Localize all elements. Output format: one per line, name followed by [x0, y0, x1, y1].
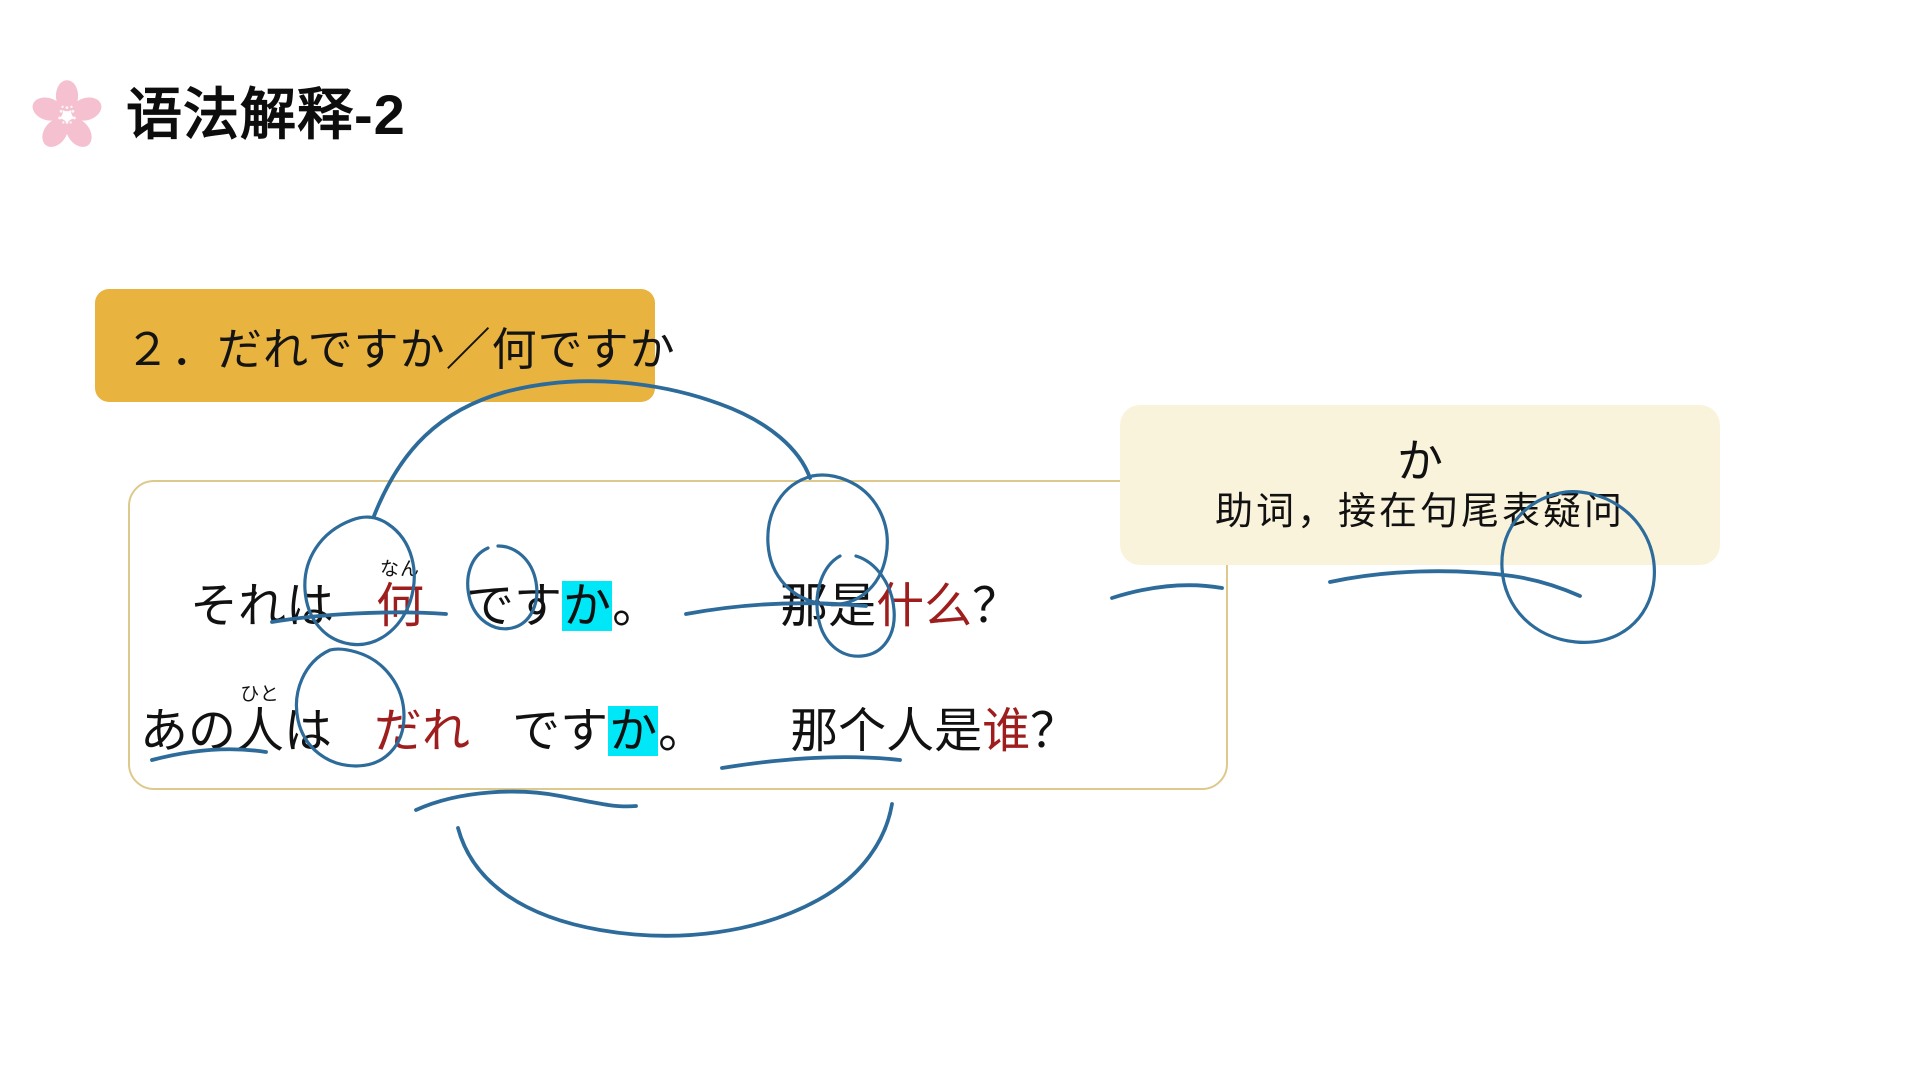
cn-question-mark: ？: [1030, 705, 1079, 758]
jp-prefix-ano: あの: [140, 705, 237, 758]
jp-topic-particle: は: [284, 705, 333, 758]
ruby-group-hito: ひと 人: [236, 685, 284, 756]
particle-callout-box: か 助词，接在句尾表疑问: [1120, 405, 1720, 565]
jp-keyword-nani: 何: [376, 580, 425, 633]
slide-header: 语法解释-2: [30, 78, 406, 152]
callout-description: 助词，接在句尾表疑问: [1214, 491, 1625, 533]
cn-question-mark: ？: [972, 580, 1021, 633]
example-row-1: それは なん 何 です か 。 那是 什么 ？: [190, 560, 1020, 631]
example-row-2: あの ひと 人 は だれ です か 。 那个人是 谁 ？: [140, 685, 1078, 756]
jp-particle-ka-highlight: か: [562, 580, 613, 633]
jp-period: 。: [658, 705, 707, 758]
jp-kanji-hito: 人: [236, 705, 285, 758]
sakura-flower-icon: [32, 80, 102, 147]
section-banner-label: ２．だれですか／何ですか: [125, 325, 676, 375]
furigana-nan: なん: [380, 559, 421, 580]
jp-copula: です: [512, 705, 609, 758]
ink-arc-dare-to-shui: [456, 802, 894, 938]
cn-prefix: 那是: [780, 580, 877, 633]
ink-underline-callout: [1328, 569, 1582, 598]
cn-prefix: 那个人是: [790, 705, 983, 758]
furigana-hito: ひと: [240, 684, 280, 705]
jp-keyword-dare: だれ: [374, 705, 471, 758]
cn-keyword-shui: 谁: [982, 705, 1031, 758]
callout-kana-ka: か: [1397, 436, 1443, 487]
jp-period: 。: [612, 580, 661, 633]
ruby-group-nani: なん 何: [376, 560, 424, 631]
jp-particle-ka-highlight: か: [608, 705, 659, 758]
jp-prefix: それは: [190, 580, 335, 633]
section-banner: ２．だれですか／何ですか: [95, 289, 675, 402]
page-title: 语法解释-2: [126, 83, 406, 146]
ink-stroke-below-dare: [414, 789, 638, 812]
cn-keyword-shenme: 什么: [876, 580, 973, 633]
jp-copula: です: [466, 580, 563, 633]
